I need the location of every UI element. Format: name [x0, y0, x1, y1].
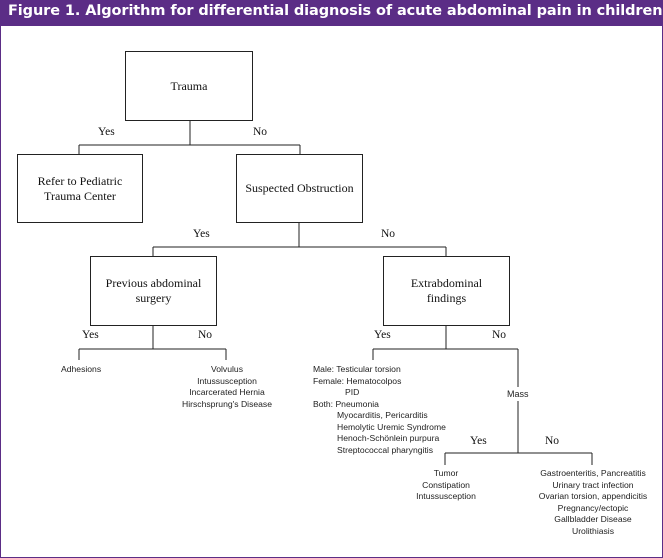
- list-extra-yes: Male: Testicular torsion Female: Hematoc…: [313, 364, 446, 456]
- label-extra-yes: Yes: [374, 329, 391, 341]
- label-obstruction-no: No: [381, 228, 396, 240]
- node-trauma: Trauma: [125, 51, 253, 121]
- title-bar: Figure 1. Algorithm for differential dia…: [0, 0, 663, 26]
- label-mass-yes: Yes: [470, 435, 487, 447]
- node-surgery-line-2: surgery: [135, 291, 172, 305]
- list-item: Gastroenteritis, Pancreatitis: [540, 468, 646, 478]
- label-trauma-yes: Yes: [98, 126, 115, 138]
- list-item: Hirschsprung's Disease: [182, 398, 272, 409]
- list-mass-yes: Tumor Constipation Intussusception: [410, 468, 482, 503]
- list-item: Ovarian torsion, appendicitis: [538, 491, 648, 501]
- list-item: Urinary tract infection: [552, 479, 634, 490]
- node-refer: Refer to Pediatric Trauma Center: [17, 154, 143, 223]
- label-surgery-yes: Yes: [82, 329, 99, 341]
- node-trauma-label: Trauma: [170, 78, 208, 93]
- list-item: Constipation: [422, 479, 470, 490]
- list-item: Urolithiasis: [571, 525, 615, 536]
- node-refer-line-2: Trauma Center: [44, 188, 116, 203]
- node-extra-line-1: Extrabdominal: [410, 276, 483, 290]
- list-item-both: Both: Pneumonia: [313, 398, 379, 409]
- node-surgery-line-1: Previous abdominal: [105, 276, 202, 290]
- node-refer-line-1: Refer to Pediatric: [37, 173, 123, 188]
- list-item: Intussusception: [416, 491, 476, 501]
- list-item: Intussusception: [197, 375, 257, 386]
- node-surgery: Previous abdominal surgery: [90, 256, 217, 326]
- label-mass: Mass: [507, 389, 529, 399]
- list-item: Myocarditis, Pericarditis: [337, 410, 428, 420]
- list-item-male: Male: Testicular torsion: [313, 364, 401, 374]
- label-trauma-no: No: [253, 126, 268, 138]
- list-item: Streptococcal pharyngitis: [337, 444, 434, 455]
- list-item: Hemolytic Uremic Syndrome: [337, 421, 446, 432]
- list-item-female-pid: PID: [345, 387, 360, 397]
- label-mass-no: No: [545, 435, 560, 447]
- label-extra-no: No: [492, 329, 507, 341]
- figure-title: Figure 1. Algorithm for differential dia…: [8, 3, 663, 19]
- list-item: Tumor: [433, 468, 459, 478]
- label-surgery-no: No: [198, 329, 213, 341]
- node-obstruction-label: Suspected Obstruction: [245, 181, 354, 195]
- list-surgery-no: Volvulus Intussusception Incarcerated He…: [176, 364, 278, 410]
- node-obstruction: Suspected Obstruction: [236, 154, 363, 223]
- list-item: Pregnancy/ectopic: [557, 502, 629, 513]
- list-item: Henoch-Schönlein purpura: [337, 433, 440, 443]
- node-extra-line-2: findings: [426, 291, 467, 305]
- list-item: Incarcerated Hernia: [189, 387, 265, 397]
- label-obstruction-yes: Yes: [193, 228, 210, 240]
- list-adhesions: Adhesions: [61, 364, 102, 374]
- list-item: Volvulus: [210, 364, 243, 374]
- node-extra: Extrabdominal findings: [383, 256, 510, 326]
- list-item: Gallbladder Disease: [554, 514, 632, 524]
- list-mass-no: Gastroenteritis, Pancreatitis Urinary tr…: [532, 468, 654, 537]
- list-item-female: Female: Hematocolpos: [313, 375, 402, 386]
